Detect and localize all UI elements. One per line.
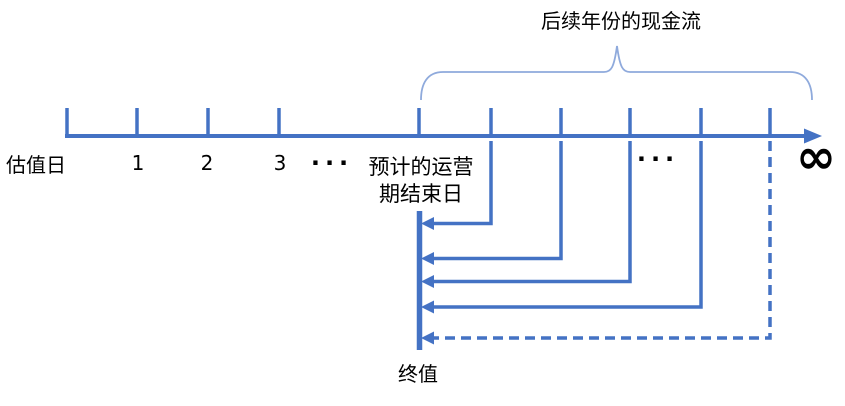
discount-arrow-infinity-arrowhead-icon: [421, 331, 434, 345]
subsequent-years-cashflow-label: 后续年份的现金流: [541, 9, 701, 33]
discount-arrow-1: [433, 141, 493, 226]
year-1-label: 1: [131, 151, 145, 175]
year-2-label: 2: [200, 151, 214, 175]
infinity-symbol: ∞: [796, 129, 836, 185]
discount-arrow-2: [433, 141, 563, 261]
discount-arrow-infinity-dashed: [433, 141, 772, 340]
discount-arrow-1-arrowhead-icon: [421, 217, 434, 230]
discount-arrow-2-arrowhead-icon: [421, 252, 434, 265]
discount-arrow-3-arrowhead-icon: [421, 275, 434, 288]
discount-arrow-3: [433, 141, 632, 284]
ellipsis-right: ···: [636, 145, 680, 173]
forecast-period-end-line1: 预计的运营: [368, 155, 474, 179]
discount-arrow-4: [433, 141, 703, 309]
discount-arrow-4-arrowhead-icon: [421, 300, 434, 314]
timeline-axis-arrowhead-icon: [804, 128, 822, 144]
year-3-label: 3: [273, 151, 287, 175]
forecast-period-end-label: 预计的运营 期结束日: [369, 154, 474, 208]
ellipsis-left: ···: [310, 149, 354, 177]
forecast-period-end-line2: 期结束日: [379, 182, 463, 206]
valuation-date-label: 估值日: [6, 153, 66, 177]
terminal-value-label: 终值: [398, 362, 438, 386]
subsequent-years-brace-icon: [420, 45, 813, 101]
